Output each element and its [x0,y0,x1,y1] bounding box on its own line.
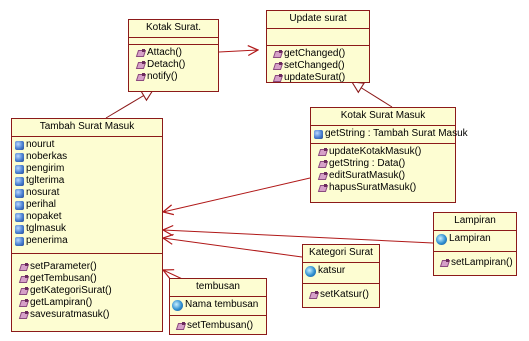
operation-icon [137,61,145,69]
class-name: Kategori Surat [303,245,379,263]
association-kotak-to-update [218,50,258,52]
attribute-icon [314,129,323,139]
operation-row: getKategoriSurat() [20,285,162,297]
attribute-row: perihal [15,199,162,211]
object-attribute-icon [305,265,316,277]
attributes-section: Lampiran [434,231,516,252]
class-kotak-surat-masuk[interactable]: Kotak Surat Masuk getString : Tambah Sur… [310,107,468,203]
operation-icon [274,50,282,58]
operation-row: savesuratmasuk() [20,309,162,321]
operation-icon [319,172,327,180]
operations-section: setLampiran() [434,252,516,272]
operation-row: notify() [137,71,218,83]
association-lampiran-to-tambah [163,230,434,244]
operations-section: setParameter() getTembusan() getKategori… [12,254,162,324]
attribute-row: getString : Tambah Surat Masuk [314,128,468,140]
operation-row: setParameter() [20,261,162,273]
operation-icon [20,287,28,295]
operation-row: setKatsur() [310,289,379,301]
attribute-icon [15,188,24,198]
operations-section: getChanged() setChanged() updateSurat() [267,46,369,87]
object-attribute-icon [172,299,183,311]
association-kotakmasuk-to-tambah [163,177,311,212]
operations-section: Attach() Detach() notify() [129,45,218,86]
attribute-row: nopaket [15,211,162,223]
operation-row: hapusSuratMasuk() [319,182,455,194]
attribute-icon [15,212,24,222]
attributes-section: nourut noberkas pengirim tglterima nosur… [12,137,162,254]
class-tembusan[interactable]: tembusan Nama tembusan setTembusan() [169,278,267,335]
class-tambah-surat-masuk[interactable]: Tambah Surat Masuk nourut noberkas pengi… [11,118,163,332]
operations-section: updateKotakMasuk() getString : Data() ed… [311,144,455,197]
attribute-icon [15,140,24,150]
attribute-icon [15,152,24,162]
operation-icon [274,74,282,82]
attribute-icon [15,224,24,234]
attribute-icon [15,236,24,246]
operation-row: setChanged() [274,60,369,72]
operation-row: Detach() [137,59,218,71]
attributes-section: Nama tembusan [170,297,266,316]
class-name: Kotak Surat Masuk [311,108,455,126]
operations-section: setKatsur() [303,284,379,304]
operation-icon [310,291,318,299]
operation-icon [319,184,327,192]
class-name: Kotak Surat. [129,20,218,38]
class-kotak-surat[interactable]: Kotak Surat. Attach() Detach() notify() [128,19,219,92]
operation-icon [441,259,449,267]
operation-row: setTembusan() [177,320,266,332]
attributes-section [267,29,369,46]
attributes-section: getString : Tambah Surat Masuk [311,126,468,144]
operation-row: updateKotakMasuk() [319,146,455,158]
attribute-icon [15,200,24,210]
generalization-kotakmasuk-to-update [352,82,393,108]
attribute-row: noberkas [15,151,162,163]
operation-row: setLampiran() [441,257,516,269]
operation-row: Attach() [137,47,218,59]
operation-row: getTembusan() [20,273,162,285]
class-kategori-surat[interactable]: Kategori Surat katsur setKatsur() [302,244,380,308]
operation-icon [20,299,28,307]
operations-section: setTembusan() [170,316,266,335]
operation-icon [137,49,145,57]
operation-icon [20,275,28,283]
object-attribute-icon [436,233,447,245]
operation-icon [177,322,185,330]
attribute-row: Nama tembusan [172,299,266,311]
attribute-icon [15,164,24,174]
operation-row: getLampiran() [20,297,162,309]
attribute-row: penerima [15,235,162,247]
operation-icon [319,148,327,156]
class-update-surat[interactable]: Update surat getChanged() setChanged() u… [266,10,370,83]
attribute-row: tglterima [15,175,162,187]
operation-icon [20,263,28,271]
operation-icon [319,160,327,168]
attribute-row: Lampiran [436,233,516,245]
class-name: Tambah Surat Masuk [12,119,162,137]
class-lampiran[interactable]: Lampiran Lampiran setLampiran() [433,212,517,276]
operation-icon [137,73,145,81]
class-name: tembusan [170,279,266,297]
attribute-row: nourut [15,139,162,151]
attribute-row: pengirim [15,163,162,175]
attribute-icon [15,176,24,186]
operation-row: editSuratMasuk() [319,170,455,182]
association-kategori-to-tambah [163,238,303,258]
attributes-section [129,38,218,45]
attribute-row: tglmasuk [15,223,162,235]
operation-icon [20,311,28,319]
generalization-tambah-to-kotak [105,90,153,119]
operation-row: updateSurat() [274,72,369,84]
attribute-row: nosurat [15,187,162,199]
class-name: Update surat [267,11,369,29]
operation-row: getString : Data() [319,158,455,170]
operation-row: getChanged() [274,48,369,60]
attribute-row: katsur [305,265,379,277]
operation-icon [274,62,282,70]
class-name: Lampiran [434,213,516,231]
attributes-section: katsur [303,263,379,284]
